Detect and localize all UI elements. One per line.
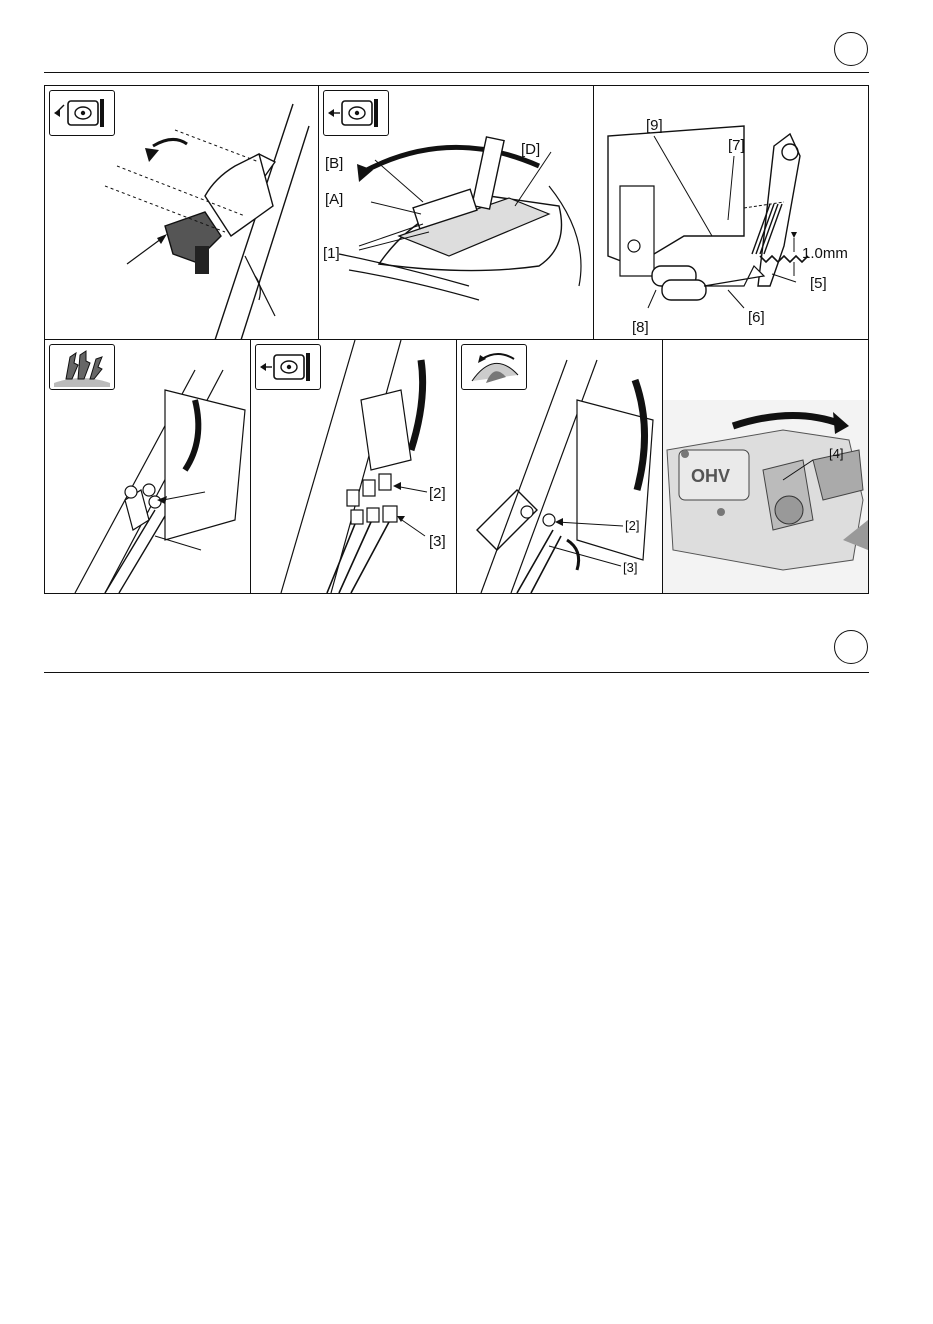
panel-engine-carburetor: [4] OHV <box>663 340 868 593</box>
label-7: [7] <box>728 137 745 154</box>
engine-carburetor-illustration: [4] OHV <box>663 340 868 593</box>
section-1-rule <box>44 72 869 73</box>
panel-shift-lever: [B] [A] [1] [D] <box>319 86 594 340</box>
cable-tools-illustration <box>45 340 251 593</box>
label-9: [9] <box>646 117 663 134</box>
label-a: [A] <box>325 191 343 208</box>
label-2: [2] <box>429 485 446 502</box>
label-2: [2] <box>625 518 639 533</box>
label-3: [3] <box>623 560 637 575</box>
throttle-cable-illustration: [2] [3] <box>457 340 663 593</box>
panel-cable-tools <box>45 340 251 593</box>
shift-lever-illustration: [B] [A] [1] [D] <box>319 86 594 340</box>
engine-brand-logo: OHV <box>691 466 730 486</box>
panel-cable-nuts: [2] [3] <box>251 340 457 593</box>
brake-adjust-illustration: [9] [7] 1.0mm [5] [6] [8] <box>594 86 868 340</box>
label-4: [4] <box>829 446 843 461</box>
label-8: [8] <box>632 319 649 336</box>
panel-throttle-cable: [2] [3] <box>457 340 663 593</box>
section-2-language-circle <box>834 630 868 664</box>
figure-grid: [B] [A] [1] [D] [9] <box>44 85 869 594</box>
panel-handle-lever <box>45 86 319 340</box>
label-d: [D] <box>521 141 540 158</box>
label-5: [5] <box>810 275 827 292</box>
label-3: [3] <box>429 533 446 550</box>
label-6: [6] <box>748 309 765 326</box>
cable-nuts-illustration: [2] [3] <box>251 340 457 593</box>
panel-brake-adjust: [9] [7] 1.0mm [5] [6] [8] <box>594 86 868 340</box>
label-gap-measure: 1.0mm <box>802 245 848 262</box>
handle-lever-illustration <box>45 86 319 340</box>
label-1: [1] <box>323 245 340 262</box>
section-1-language-circle <box>834 32 868 66</box>
section-2-rule <box>44 672 869 673</box>
label-b: [B] <box>325 155 343 172</box>
